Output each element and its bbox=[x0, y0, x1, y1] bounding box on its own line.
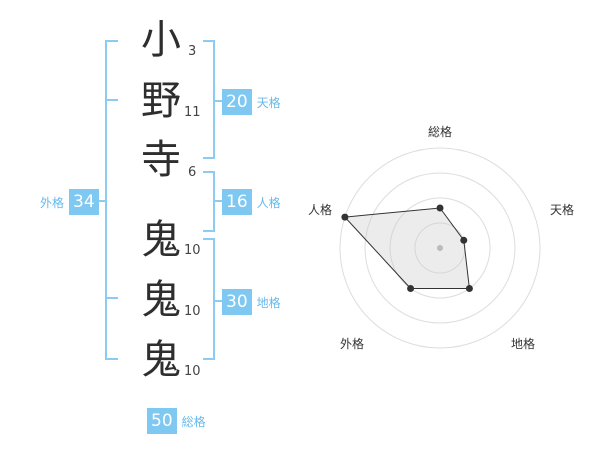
chikaku-label: 地格 bbox=[256, 295, 281, 310]
tenkaku-bracket bbox=[203, 40, 215, 159]
soukaku-value: 50 bbox=[147, 408, 177, 434]
radar-grid-ring-4 bbox=[339, 147, 541, 349]
radar-axis-label-0: 総格 bbox=[428, 125, 453, 139]
radar-grid-ring-3 bbox=[364, 172, 516, 324]
name-char-3: 寺 bbox=[141, 137, 181, 183]
chikaku-bracket bbox=[203, 238, 215, 360]
jinkaku-value: 16 bbox=[222, 189, 252, 215]
soukaku-label: 総格 bbox=[181, 414, 206, 429]
chikaku-value: 30 bbox=[222, 289, 252, 315]
gaikaku-score: 外格 34 bbox=[40, 189, 99, 215]
stroke-count-5: 10 bbox=[184, 304, 201, 319]
radar-axis-label-4: 人格 bbox=[308, 203, 333, 217]
name-char-4: 鬼 bbox=[141, 217, 181, 263]
radar-point-3 bbox=[407, 285, 415, 292]
stroke-count-4: 10 bbox=[184, 243, 201, 258]
gaikaku-value: 34 bbox=[69, 189, 99, 215]
stroke-count-2: 11 bbox=[184, 105, 201, 120]
gaikaku-label: 外格 bbox=[40, 195, 65, 210]
radar-grid-ring-2 bbox=[389, 197, 491, 299]
name-char-6: 鬼 bbox=[141, 337, 181, 383]
tenkaku-label: 天格 bbox=[256, 95, 281, 110]
radar-area bbox=[343, 207, 470, 289]
radar-axis-label-3: 外格 bbox=[340, 337, 365, 351]
stroke-count-1: 3 bbox=[188, 44, 197, 59]
chikaku-score: 30 地格 bbox=[222, 289, 281, 315]
radar-point-2 bbox=[465, 285, 473, 292]
soukaku-score: 50 総格 bbox=[147, 408, 206, 434]
radar-point-0 bbox=[436, 204, 444, 212]
radar-center-dot bbox=[437, 245, 443, 251]
jinkaku-score: 16 人格 bbox=[222, 189, 281, 215]
radar-axis-label-2: 地格 bbox=[511, 337, 536, 351]
name-char-5: 鬼 bbox=[141, 277, 181, 323]
tenkaku-score: 20 天格 bbox=[222, 89, 281, 115]
stroke-count-6: 10 bbox=[184, 364, 201, 379]
radar-point-4 bbox=[341, 213, 349, 221]
radar-point-1 bbox=[460, 236, 468, 244]
tenkaku-value: 20 bbox=[222, 89, 252, 115]
name-char-2: 野 bbox=[141, 78, 181, 124]
radar-axis-label-1: 天格 bbox=[550, 203, 575, 217]
jinkaku-label: 人格 bbox=[256, 195, 281, 210]
stroke-count-3: 6 bbox=[188, 165, 197, 180]
name-char-1: 小 bbox=[141, 17, 181, 63]
